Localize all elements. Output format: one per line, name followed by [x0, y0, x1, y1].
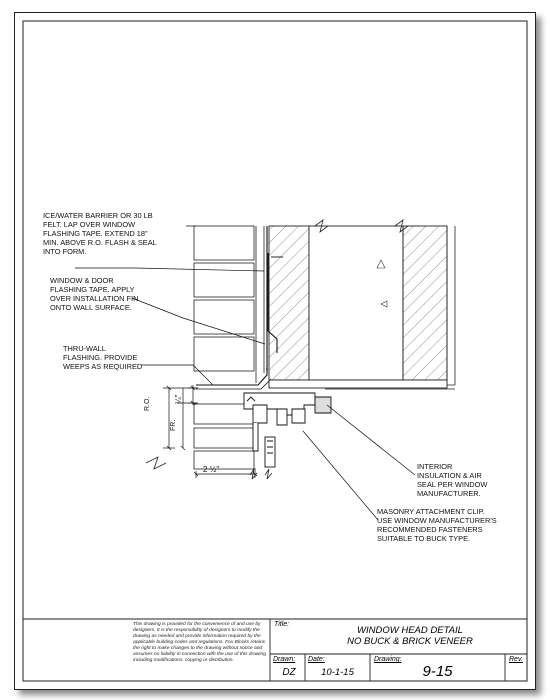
- note-flashing-tape: WINDOW & DOOR FLASHING TAPE. APPLY OVER …: [50, 276, 139, 312]
- rev-label: Rev.: [509, 656, 523, 663]
- note-masonry-clip: MASONRY ATTACHMENT CLIP. USE WINDOW MANU…: [377, 507, 497, 543]
- dim-width-label: 2 ½": [203, 465, 220, 474]
- title-block: [23, 618, 527, 681]
- brick-veneer: [193, 225, 255, 470]
- inner-border: [22, 20, 528, 682]
- date-label: Date:: [308, 656, 325, 663]
- interior-foam-panel: [402, 225, 448, 381]
- drawing-title-line1: WINDOW HEAD DETAIL: [357, 625, 463, 636]
- exterior-foam-panel: [268, 225, 310, 381]
- drawing-number: 9-15: [422, 663, 453, 680]
- dim-ro-label: R.O.: [144, 396, 151, 411]
- window-frame-profile: [243, 392, 332, 468]
- note-interior-insulation: INTERIOR INSULATION & AIR SEAL PER WINDO…: [417, 462, 488, 498]
- drawing-title-line2: NO BUCK & BRICK VENEER: [347, 636, 473, 647]
- title-label: Title:: [274, 621, 290, 628]
- drawn-label: Drawn:: [273, 656, 296, 663]
- detail-drawing: [22, 20, 528, 682]
- note-ice-water-barrier: ICE/WATER BARRIER OR 30 LB FELT. LAP OVE…: [43, 211, 157, 256]
- drawing-sheet: ICE/WATER BARRIER OR 30 LB FELT. LAP OVE…: [14, 12, 536, 690]
- drawing-label: Drawing:: [374, 656, 402, 663]
- concrete-core: [308, 225, 404, 381]
- note-thru-wall-flashing: THRU-WALL FLASHING. PROVIDE WEEPS AS REQ…: [63, 344, 143, 371]
- dimension-lines: [163, 385, 258, 478]
- dim-fr-label: FR.: [170, 419, 177, 431]
- date-value: 10-1-15: [321, 667, 354, 678]
- drawn-value: DZ: [282, 667, 296, 678]
- disclaimer-text: This drawing is provided for the conveni…: [133, 622, 266, 663]
- leader-lines: [75, 267, 416, 521]
- dim-quarter-label: ¼": [174, 394, 183, 404]
